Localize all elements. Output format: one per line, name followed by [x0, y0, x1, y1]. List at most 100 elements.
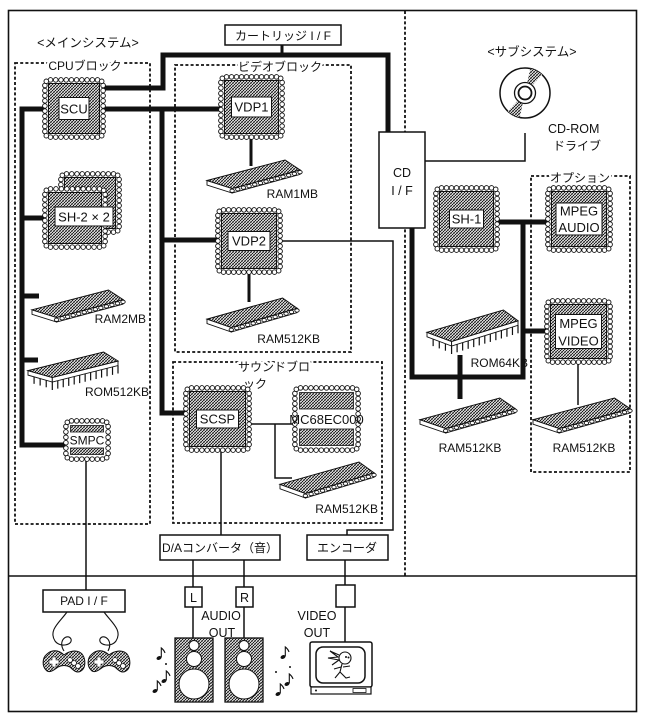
cartridge-if-frame	[224, 24, 342, 46]
chip-pin	[58, 186, 65, 192]
chip-pin	[433, 206, 439, 212]
chip-pin	[433, 216, 439, 222]
speaker-tweeter	[188, 640, 200, 651]
chip-top	[26, 351, 120, 379]
chip-pin	[64, 244, 70, 250]
chip-pin	[433, 231, 439, 238]
chip-pin	[448, 427, 454, 432]
chip-pin	[105, 171, 112, 177]
encoder-label: エンコーダ	[317, 540, 377, 555]
chip-pin	[494, 216, 500, 222]
chip-pin	[63, 434, 69, 441]
chip-pin	[43, 78, 50, 85]
sub-bus	[409, 222, 526, 380]
chip-pin	[605, 357, 612, 364]
chip-pin	[297, 169, 303, 175]
vdp1-label: VDP1	[235, 100, 269, 115]
chip-pin	[277, 258, 283, 265]
chip-pin	[116, 202, 122, 209]
chip-pin	[42, 202, 48, 208]
chip-pin	[230, 385, 236, 391]
chip-label-box	[196, 409, 239, 429]
chip-pin	[294, 308, 300, 313]
chip-pin	[567, 425, 573, 430]
mc68ec000-label: MC68EC000	[289, 412, 363, 427]
gamepad-left-icon	[42, 650, 86, 673]
chip-pin	[116, 208, 122, 214]
chip-pin	[583, 420, 590, 426]
chip-pin	[277, 132, 284, 139]
encoder-frame	[306, 534, 389, 561]
gamepad-dpad	[48, 656, 60, 668]
chip-pin	[100, 118, 106, 125]
vdp1-chip: VDP1	[218, 74, 285, 140]
chip-pin	[42, 118, 48, 125]
ram2mb-chip	[30, 289, 126, 323]
music-note-icon	[161, 669, 171, 683]
chip-pin	[63, 439, 69, 446]
music-note-icon	[275, 682, 285, 696]
chip-pin	[302, 385, 309, 391]
chip-pin	[43, 187, 50, 194]
chip-pin	[100, 98, 106, 104]
chip-pin	[292, 400, 298, 407]
chip-pin	[293, 386, 300, 393]
chip-pin	[79, 134, 85, 140]
note-dot	[165, 663, 167, 665]
music-note-icon	[280, 645, 290, 659]
main-system-title: <メインシステム>	[37, 36, 139, 50]
sh1-chip: SH-1	[433, 185, 500, 253]
chip-pin	[252, 182, 258, 187]
chip-pin	[545, 299, 552, 306]
chip-pin	[105, 439, 111, 446]
chip-pin	[89, 418, 95, 424]
character-eye	[347, 656, 350, 659]
chip-pin	[183, 436, 189, 443]
chip-pin	[339, 447, 345, 453]
chip-pin	[246, 395, 252, 402]
chip-pin	[102, 228, 108, 234]
chip-pin	[266, 269, 273, 275]
chip-pin	[239, 324, 245, 329]
chip-pin	[492, 245, 499, 252]
gamepad-button	[112, 657, 118, 663]
speaker-right-icon	[224, 637, 264, 703]
chip-pin	[68, 134, 75, 140]
chip-pin	[571, 247, 577, 253]
chip-pin	[561, 427, 568, 432]
chip-pin	[355, 400, 361, 407]
chip-pin	[279, 106, 285, 113]
chip-pin	[607, 338, 613, 345]
chip-pin	[323, 447, 330, 453]
chip-pin	[199, 447, 205, 453]
chip-pin	[545, 206, 551, 212]
chip-pin	[496, 413, 502, 418]
speaker-left-icon	[174, 637, 214, 703]
chip-pin	[235, 187, 241, 192]
chip-pin	[605, 245, 612, 252]
chip-pin	[199, 385, 205, 391]
chip-label-box	[58, 97, 90, 120]
chip-pin	[596, 247, 603, 253]
note-stem	[156, 679, 162, 691]
chip-label-box	[555, 314, 602, 349]
chip-pin	[64, 186, 70, 192]
da-converter-frame	[159, 534, 281, 561]
chip-pin	[468, 185, 475, 191]
chip-pin	[63, 429, 69, 435]
scu-label: SCU	[60, 102, 87, 117]
chip-pin	[218, 90, 224, 97]
sh2-label: SH-2 × 2	[58, 210, 110, 225]
pad-if-box: PAD I / F	[42, 589, 126, 613]
chip-pin	[353, 386, 360, 393]
chip-pin	[79, 171, 85, 177]
chip-pin	[53, 317, 60, 322]
chip-pin	[586, 359, 592, 365]
chip-pin	[607, 231, 613, 238]
chip-pin	[98, 305, 104, 310]
chip-pin	[225, 207, 232, 213]
chip-pin	[116, 192, 122, 198]
chip-pin	[238, 134, 245, 140]
chip-pin	[246, 400, 252, 407]
chip-pin	[43, 132, 50, 139]
